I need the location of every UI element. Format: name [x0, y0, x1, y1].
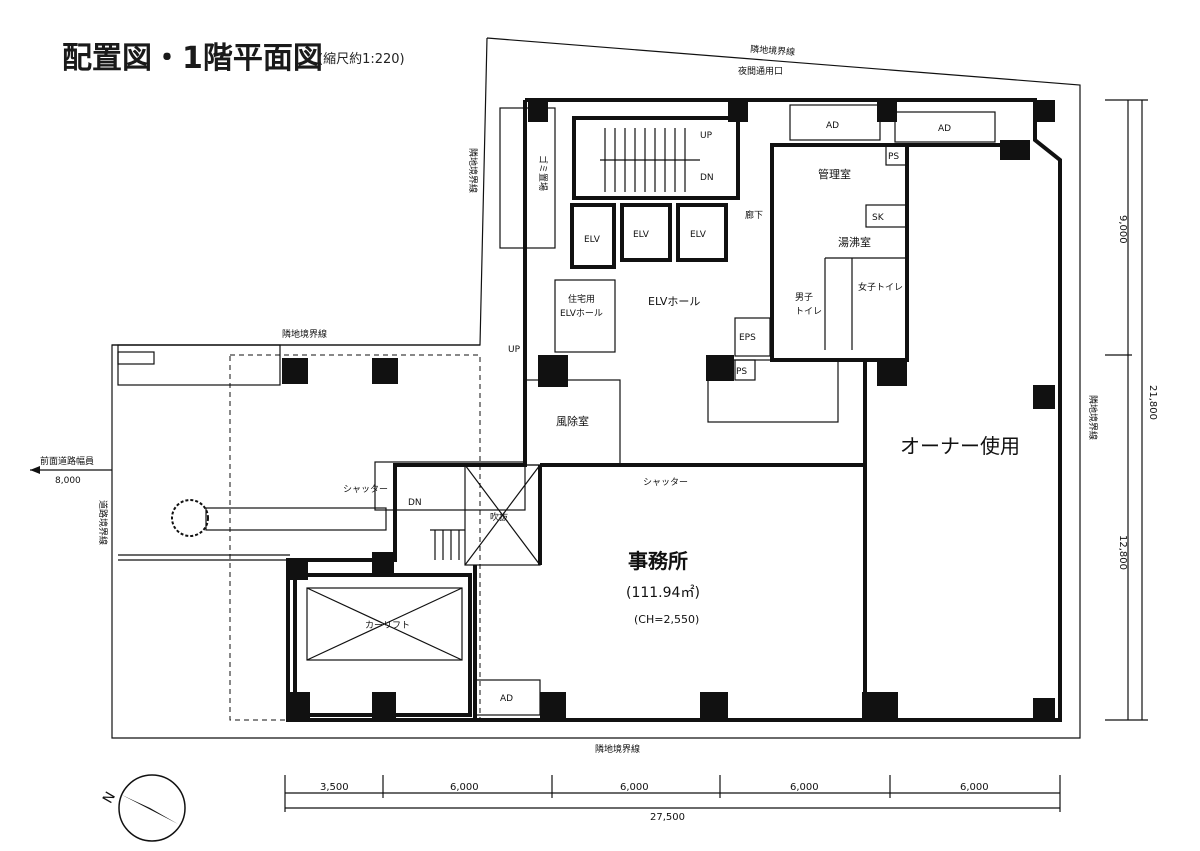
elevator-1: [570, 203, 616, 269]
lower-stair-treads: [430, 529, 465, 560]
ad-room-2: [894, 111, 996, 143]
boundary-label-road: 道路境界線: [97, 500, 109, 545]
stair-up-label: UP: [700, 131, 713, 141]
ad-1-label: AD: [826, 121, 839, 131]
void-cross-2: [464, 464, 541, 566]
stair-up-label-2: UP: [508, 345, 521, 355]
service-block: [770, 143, 909, 362]
elv-hall-label: ELVホール: [648, 295, 700, 308]
sk-room: [865, 204, 907, 228]
void-label: 吹抜: [490, 511, 508, 523]
ps-1-label: PS: [888, 152, 899, 162]
front-road-label: 前面道路幅員: [40, 455, 94, 467]
car-lift-platform: [306, 587, 463, 661]
residential-elv-label-1: 住宅用: [568, 293, 595, 305]
compass-north-label: N: [100, 789, 119, 806]
boundary-label-bottom: 隣地境界線: [595, 743, 640, 755]
garbage-label: ゴミ置場: [537, 155, 549, 191]
compass-arrow: [122, 795, 178, 824]
kitchenette-label: 湯沸室: [838, 235, 871, 249]
boundary-label-left-upper: 隣地境界線: [467, 148, 479, 193]
corridor-label: 廊下: [745, 209, 763, 221]
shutter-label-center: シャッター: [643, 477, 688, 488]
office-area-label: (111.94㎡): [626, 585, 700, 601]
dim-bottom-1: 3,500: [320, 782, 349, 793]
night-entrance-label: 夜間通用口: [738, 65, 783, 77]
stair-dn-label-2: DN: [408, 498, 422, 508]
elv-1-label: ELV: [584, 235, 601, 245]
dim-total-width: 27,500: [650, 812, 685, 823]
office-label: 事務所: [628, 549, 688, 573]
elv-3-label: ELV: [690, 230, 707, 240]
planter-long: [205, 507, 387, 531]
dim-ticks: [284, 775, 1061, 812]
mens-toilet-label-1: 男子: [795, 292, 813, 303]
boundary-label-right: 隣地境界線: [1087, 395, 1099, 440]
car-lift-cross-2: [306, 587, 463, 661]
residential-elv-label-2: ELVホール: [560, 308, 603, 319]
dim-total-depth: 21,800: [1147, 385, 1158, 420]
eps-label: EPS: [739, 333, 756, 343]
dim-right-1: 9,000: [1117, 215, 1128, 244]
boundary-label-top: 隣地境界線: [750, 43, 796, 58]
dim-bottom-3: 6,000: [620, 782, 649, 793]
elevator-2: [620, 203, 672, 262]
compass-circle: [118, 774, 186, 842]
dim-bottom-2: 6,000: [450, 782, 479, 793]
tree-icon: [171, 499, 209, 537]
owner-use-label: オーナー使用: [900, 434, 1020, 458]
boundary-label-left-middle: 隣地境界線: [282, 328, 327, 340]
structural-columns: [282, 100, 1055, 720]
ad-room-1: [789, 104, 881, 141]
stair-dn-label: DN: [700, 173, 714, 183]
stair-treads: [600, 128, 700, 192]
lobby-box: [707, 359, 839, 423]
shutter-area: [374, 461, 526, 511]
residential-elv-hall: [554, 279, 616, 353]
eps-room: [734, 317, 771, 357]
stair-core: [572, 116, 740, 200]
elv-2-label: ELV: [633, 230, 650, 240]
windbreak-label: 風除室: [556, 414, 589, 428]
page-title: 配置図・1階平面図: [62, 41, 323, 76]
dim-right-2: 12,800: [1117, 535, 1128, 570]
car-lift-label: カーリフト: [365, 620, 410, 631]
garbage-area: [499, 107, 556, 249]
void-area: [464, 464, 541, 566]
sk-label: SK: [872, 213, 885, 223]
dim-bottom-4: 6,000: [790, 782, 819, 793]
scale-note: (縮尺約1:220): [318, 51, 405, 67]
elevator-3: [676, 203, 728, 262]
ps-room-1: [885, 144, 908, 166]
dim-bottom-5: 6,000: [960, 782, 989, 793]
dim-ticks-right: [1105, 99, 1148, 721]
ad-3-label: AD: [500, 694, 513, 704]
shutter-label-left: シャッター: [343, 484, 388, 495]
ps-2-label: PS: [736, 367, 747, 377]
mens-toilet-label-2: トイレ: [795, 307, 822, 317]
womens-toilet-label: 女子トイレ: [858, 281, 903, 293]
planter-box: [117, 351, 155, 365]
ad-2-label: AD: [938, 124, 951, 134]
front-road-arrowhead: [30, 466, 40, 474]
front-road-width: 8,000: [55, 476, 81, 486]
office-ch-label: (CH=2,550): [634, 613, 699, 626]
management-label: 管理室: [818, 167, 851, 181]
planter-upper: [117, 344, 281, 386]
